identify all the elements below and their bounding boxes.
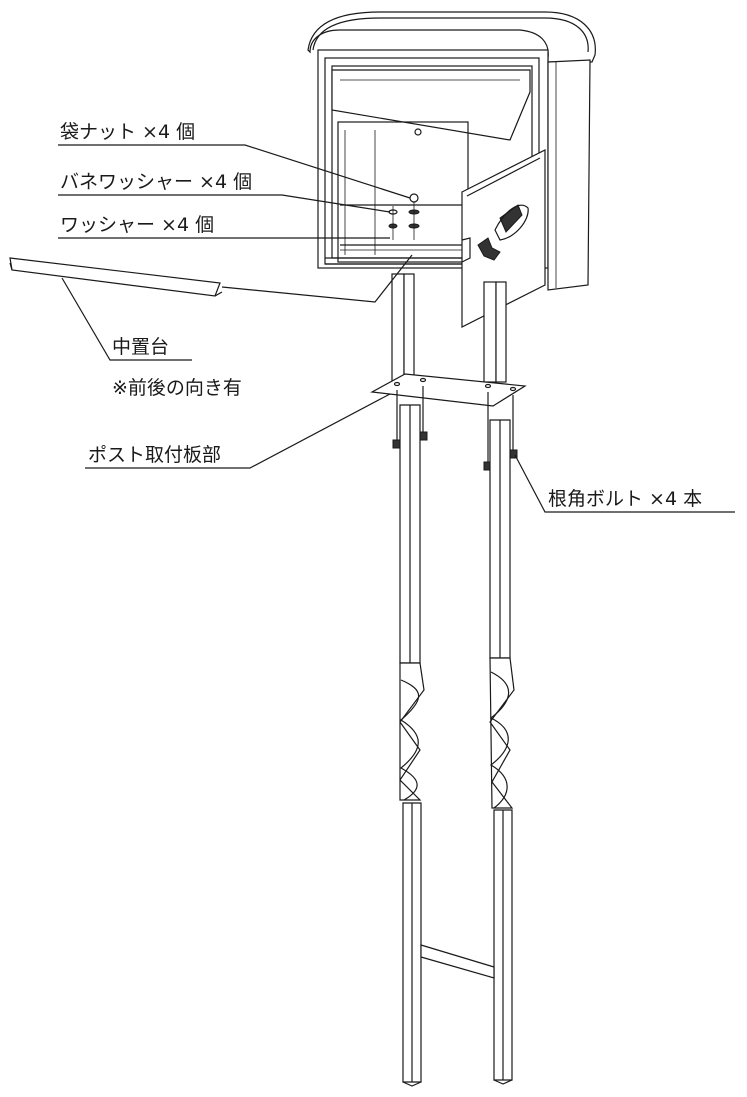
orientation-note: ※前後の向き有 xyxy=(112,377,242,399)
washer-label: ワッシャー ×4 個 xyxy=(60,214,214,236)
mount-plate-part xyxy=(370,373,527,407)
mount-plate-label: ポスト取付板部 xyxy=(88,444,221,466)
spring-washer-label: バネワッシャー ×4 個 xyxy=(60,171,252,193)
leader-lines xyxy=(58,144,735,513)
cap-nut-label: 袋ナット ×4 個 xyxy=(60,121,195,143)
labels: 袋ナット ×4 個 バネワッシャー ×4 個 ワッシャー ×4 個 中置台 ※前… xyxy=(60,121,702,510)
upper-posts xyxy=(391,273,507,383)
anchor-bolt-label: 根角ボルト ×4 本 xyxy=(548,488,702,510)
lower-legs xyxy=(399,404,515,1087)
middle-stand-part xyxy=(9,257,223,297)
middle-stand-label: 中置台 xyxy=(112,336,169,358)
mailbox xyxy=(307,11,596,328)
